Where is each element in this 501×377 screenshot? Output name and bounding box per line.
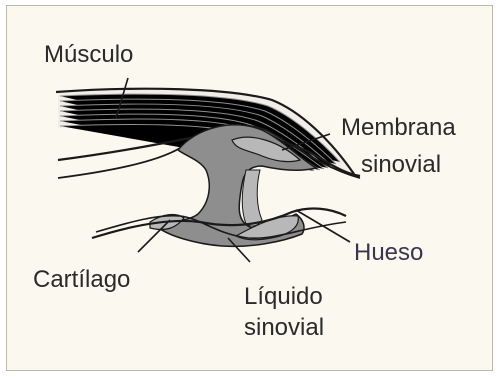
label-liquido-line2: sinovial [244, 313, 324, 343]
label-hueso: Hueso [354, 238, 423, 268]
label-musculo: Músculo [44, 40, 133, 70]
label-liquido-line1: Líquido [244, 282, 323, 312]
label-membrana-line1: Membrana [341, 113, 456, 143]
label-cartilago: Cartílago [33, 265, 130, 295]
cartilage-inner-strip [242, 170, 262, 226]
label-membrana-line2: sinovial [361, 150, 441, 180]
